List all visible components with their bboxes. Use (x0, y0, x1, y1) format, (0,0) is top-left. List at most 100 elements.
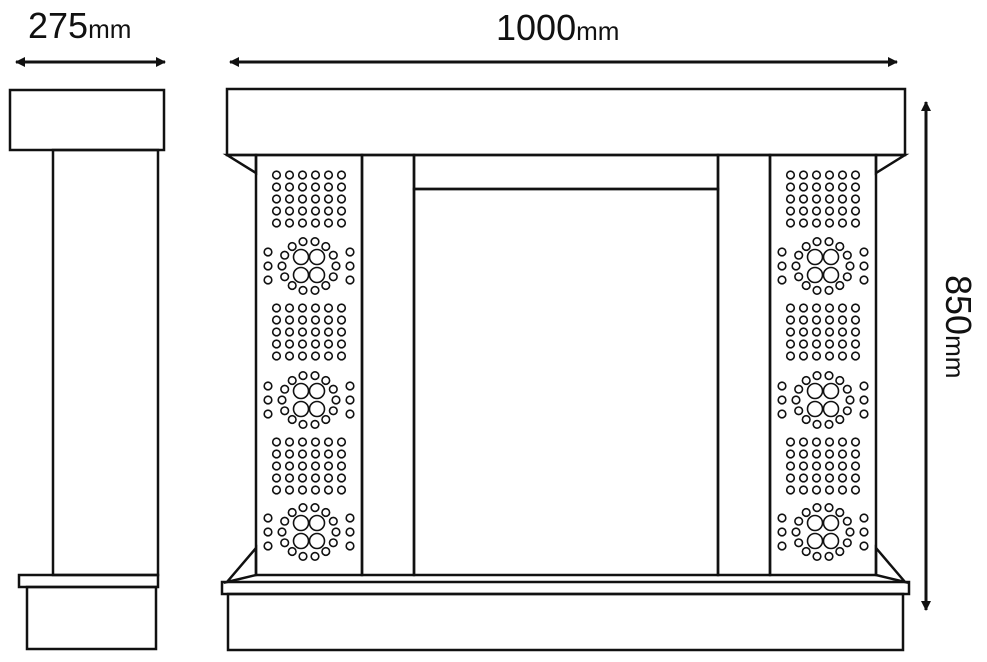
right-inner-pillar (716, 153, 772, 577)
pattern-dot (850, 315, 861, 325)
pattern-dot (271, 303, 282, 313)
pattern-dot (298, 551, 308, 562)
side-view-leg (51, 148, 160, 577)
pattern-dot (297, 170, 308, 180)
width-dimension: 1000mm (229, 7, 898, 67)
pattern-dot (336, 473, 347, 483)
pattern-dot (850, 437, 861, 447)
pattern-dot (310, 351, 321, 361)
depth-unit: mm (88, 14, 131, 44)
pattern-dot (785, 218, 796, 228)
pattern-dot (297, 182, 308, 192)
pattern-dot (835, 507, 845, 518)
pattern-dot (794, 516, 804, 526)
pattern-dot (298, 503, 308, 513)
pattern-dot (824, 327, 835, 337)
pattern-dot (798, 303, 809, 313)
pattern-dot (850, 485, 861, 495)
pattern-dot (310, 303, 321, 313)
pattern-dot (785, 194, 796, 204)
pattern-dot (837, 351, 848, 361)
pattern-dot (824, 449, 835, 459)
pattern-dot (271, 461, 282, 471)
pattern-dot (824, 437, 835, 447)
pattern-dot (310, 194, 321, 204)
pattern-dot (835, 375, 845, 386)
height-value: 850 (938, 275, 979, 335)
pattern-dot (310, 485, 321, 495)
pattern-dot (297, 315, 308, 325)
pattern-dot (271, 194, 282, 204)
pattern-dot (271, 182, 282, 192)
pattern-dot (284, 461, 295, 471)
pattern-dot (271, 449, 282, 459)
pattern-dot (297, 461, 308, 471)
pattern-dot (297, 327, 308, 337)
pattern-dot (837, 339, 848, 349)
pattern-dot (837, 218, 848, 228)
pattern-dot (323, 339, 334, 349)
height-unit: mm (940, 335, 970, 378)
pattern-dot (785, 339, 796, 349)
pattern-dot (845, 395, 855, 405)
pattern-dot (824, 206, 835, 216)
pattern-ring (822, 400, 840, 418)
pattern-dot (280, 516, 290, 526)
pattern-dot (837, 485, 848, 495)
pattern-dot (297, 303, 308, 313)
pattern-dot (284, 182, 295, 192)
pattern-dot (824, 194, 835, 204)
width-label: 1000mm (496, 7, 619, 48)
pattern-dot (284, 339, 295, 349)
pattern-dot (263, 395, 273, 405)
pattern-dot (263, 541, 273, 551)
pattern-dot (798, 327, 809, 337)
pattern-dot (297, 437, 308, 447)
pattern-dot (284, 449, 295, 459)
pattern-dot (811, 206, 822, 216)
pattern-ring (806, 248, 824, 266)
pattern-dot (824, 473, 835, 483)
pattern-dot (837, 315, 848, 325)
pattern-dot (785, 303, 796, 313)
pattern-dot (263, 527, 273, 537)
pattern-dot (310, 237, 320, 247)
pattern-dot (310, 285, 320, 296)
pattern-dot (785, 473, 796, 483)
pattern-dot (785, 182, 796, 192)
pattern-dot (811, 485, 822, 495)
pattern-dot (323, 449, 334, 459)
pattern-dot (777, 409, 787, 419)
pattern-dot (837, 437, 848, 447)
pattern-dot (271, 170, 282, 180)
pattern-dot (785, 461, 796, 471)
hearth-base (226, 592, 905, 652)
pattern-dot (842, 272, 852, 282)
pattern-dot (842, 250, 852, 260)
pattern-dot (336, 315, 347, 325)
pattern-ring (308, 266, 326, 284)
pattern-dot (842, 538, 852, 548)
pattern-dot (824, 419, 834, 430)
pattern-dot (297, 218, 308, 228)
pattern-ring (806, 266, 824, 284)
pattern-dot (336, 194, 347, 204)
pattern-ring (822, 382, 840, 400)
pattern-dot (837, 206, 848, 216)
pattern-dot (336, 339, 347, 349)
pattern-dot (297, 449, 308, 459)
pattern-dot (845, 527, 855, 537)
pattern-dot (811, 218, 822, 228)
pattern-dot (287, 546, 297, 557)
pattern-dot (336, 485, 347, 495)
pattern-dot (811, 461, 822, 471)
pattern-dot (263, 381, 273, 391)
pattern-dot (850, 339, 861, 349)
pattern-dot (336, 327, 347, 337)
pattern-dot (331, 261, 341, 271)
pattern-dot (798, 170, 809, 180)
pattern-ring (308, 514, 326, 532)
pattern-dot (284, 315, 295, 325)
pattern-dot (785, 170, 796, 180)
pattern-dot (811, 182, 822, 192)
